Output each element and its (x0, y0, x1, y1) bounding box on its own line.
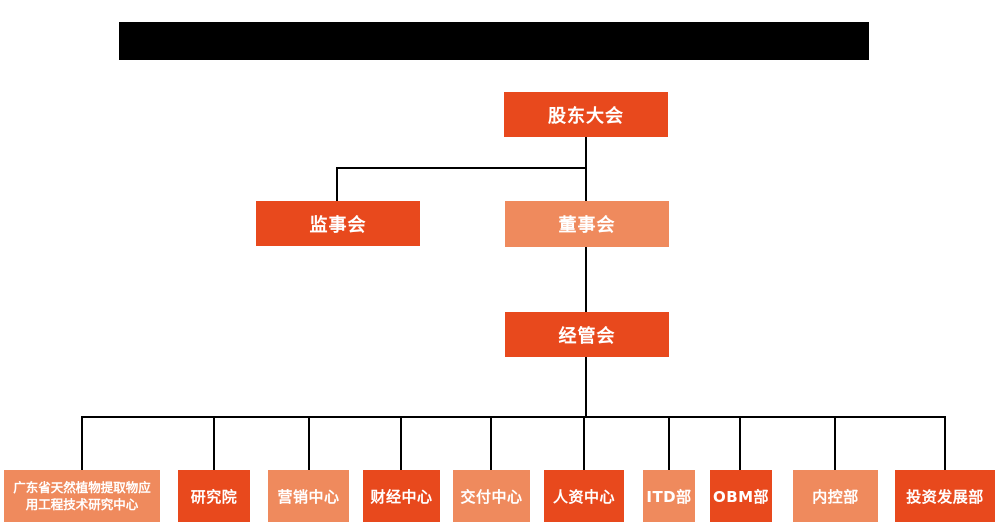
dept-delivery-center: 交付中心 (453, 470, 530, 522)
node-supervisory-board: 监事会 (256, 201, 420, 246)
connector-dept-drop-7 (668, 416, 670, 470)
dept-hr-center: 人资中心 (544, 470, 624, 522)
connector-dept-drop-9 (834, 416, 836, 470)
connector-supervisory-drop (336, 167, 338, 201)
dept-itd: ITD部 (643, 470, 695, 522)
dept-investment-development: 投资发展部 (895, 470, 995, 522)
connector-dept-drop-1 (81, 416, 83, 470)
connector-board-management (585, 247, 587, 312)
dept-marketing-center: 营销中心 (268, 470, 349, 522)
connector-dept-drop-4 (400, 416, 402, 470)
node-shareholders-meeting: 股东大会 (504, 92, 668, 137)
connector-bus-horizontal (81, 416, 946, 418)
dept-finance-center: 财经中心 (363, 470, 440, 522)
connector-branch-horizontal (336, 167, 587, 169)
connector-dept-drop-2 (213, 416, 215, 470)
connector-dept-drop-3 (308, 416, 310, 470)
node-board-of-directors: 董事会 (505, 201, 669, 247)
connector-dept-drop-8 (739, 416, 741, 470)
connector-management-bus (585, 357, 587, 417)
connector-root-drop (585, 137, 587, 201)
connector-dept-drop-5 (490, 416, 492, 470)
node-management-committee: 经管会 (505, 312, 669, 357)
connector-dept-drop-6 (583, 416, 585, 470)
dept-internal-control: 内控部 (793, 470, 878, 522)
dept-research-institute: 研究院 (178, 470, 250, 522)
connector-dept-drop-10 (944, 416, 946, 470)
redacted-title-bar (119, 22, 869, 60)
dept-research-center: 广东省天然植物提取物应用工程技术研究中心 (4, 470, 160, 522)
dept-obm: OBM部 (710, 470, 772, 522)
